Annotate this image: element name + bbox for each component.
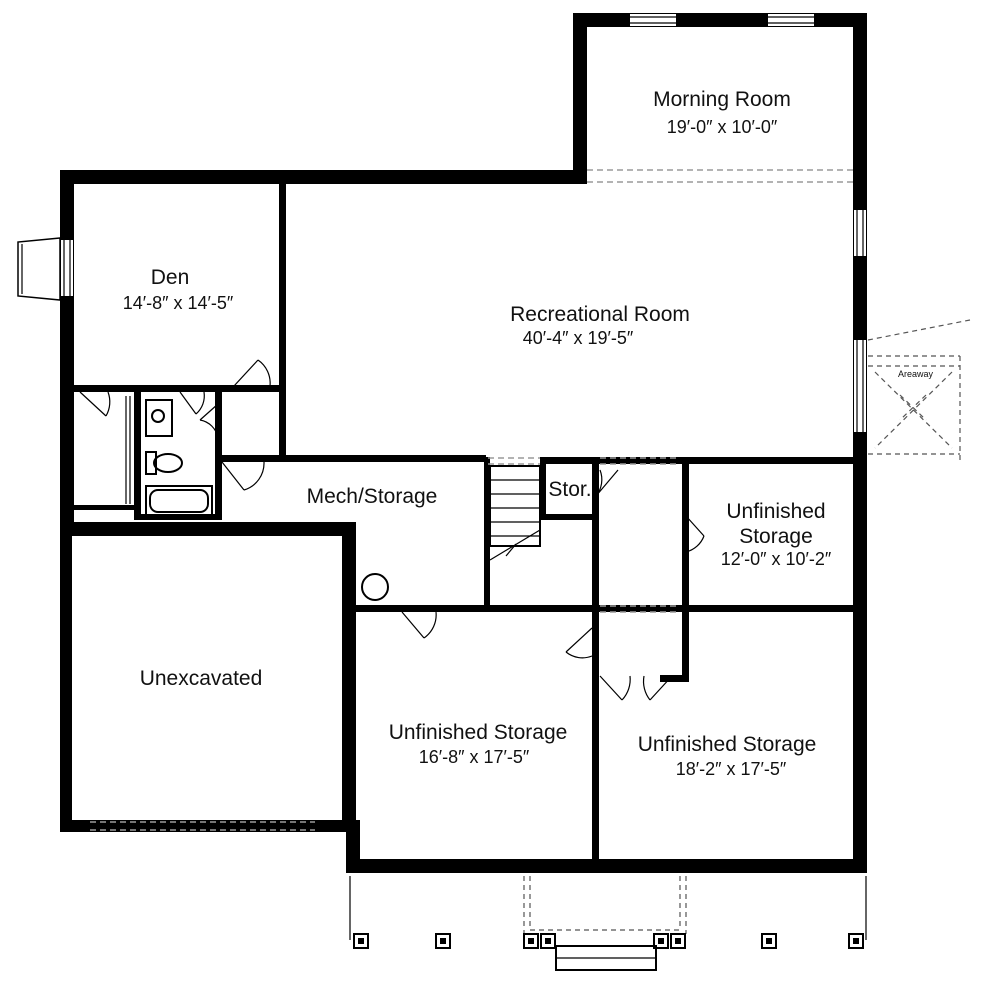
unfinished-storage-south-dims: 18′-2″ x 17′-5″ — [676, 759, 787, 779]
unfinished-storage-center-name: Unfinished Storage — [389, 721, 568, 744]
room-labels: Morning Room 19′-0″ x 10′-0″ Den 14′-8″ … — [123, 88, 832, 779]
areaway-label: Areaway — [898, 369, 934, 379]
den-dims: 14′-8″ x 14′-5″ — [123, 293, 234, 313]
doors — [79, 359, 705, 701]
exterior-walls — [60, 13, 867, 873]
bathroom-fixtures — [145, 399, 213, 517]
stor-name: Stor. — [548, 478, 591, 501]
unexcavated-name: Unexcavated — [140, 667, 263, 690]
morning-room-dims: 19′-0″ x 10′-0″ — [667, 117, 778, 137]
areaway: Areaway — [867, 319, 971, 462]
den-bay-window — [17, 237, 61, 301]
front-porch — [349, 876, 867, 971]
unfinished-storage-south-name: Unfinished Storage — [638, 733, 817, 756]
unfinished-storage-east-dims: 12′-0″ x 10′-2″ — [721, 549, 832, 569]
unfinished-storage-east-name-line1: Unfinished — [726, 500, 825, 523]
recreational-room-dims: 40′-4″ x 19′-5″ — [523, 328, 634, 348]
mech-storage-name: Mech/Storage — [307, 485, 438, 508]
porch-columns — [353, 933, 864, 949]
openings — [90, 169, 853, 831]
morning-room-name: Morning Room — [653, 88, 791, 111]
stair — [489, 465, 541, 561]
unfinished-storage-east-name-line2: Storage — [739, 525, 813, 548]
windows — [61, 14, 866, 432]
interior-walls — [74, 184, 860, 860]
recreational-room-name: Recreational Room — [510, 303, 690, 326]
water-heater — [361, 573, 389, 601]
den-name: Den — [151, 266, 190, 289]
closet-lines — [125, 396, 131, 504]
unfinished-storage-center-dims: 16′-8″ x 17′-5″ — [419, 747, 530, 767]
